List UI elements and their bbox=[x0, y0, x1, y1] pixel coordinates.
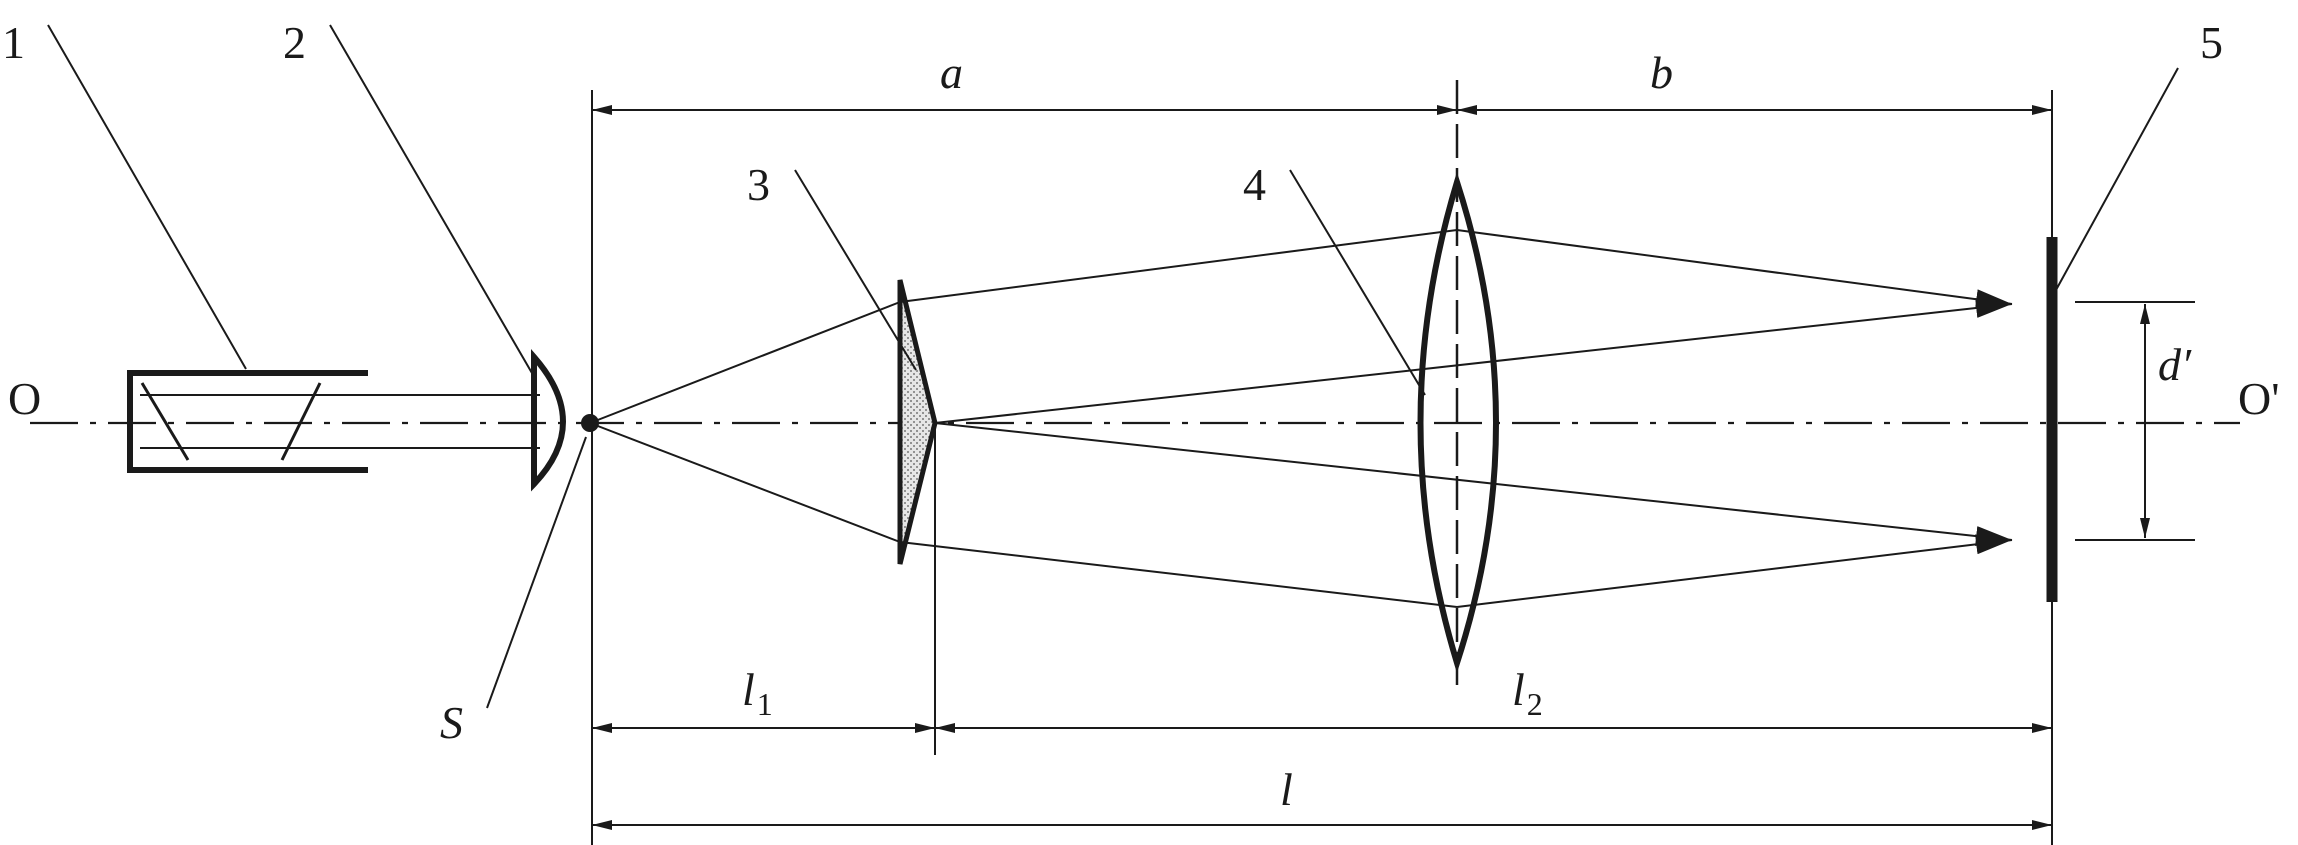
label-dim-l2: l2 bbox=[1512, 664, 1543, 722]
label-part-3: 3 bbox=[747, 159, 770, 210]
label-axis-left: O bbox=[8, 373, 41, 424]
label-source: S bbox=[440, 697, 463, 748]
biprism bbox=[897, 279, 938, 565]
label-axis-right: O' bbox=[2238, 373, 2280, 424]
label-part-4: 4 bbox=[1243, 159, 1266, 210]
label-part-5: 5 bbox=[2200, 17, 2223, 68]
leader-lines bbox=[47, 24, 2179, 709]
ray-paths bbox=[589, 229, 2013, 608]
label-part-1: 1 bbox=[2, 17, 25, 68]
label-dim-d: d′ bbox=[2158, 339, 2192, 390]
laser-tube bbox=[127, 370, 540, 473]
label-dim-b: b bbox=[1650, 47, 1673, 98]
label-part-2: 2 bbox=[283, 17, 306, 68]
focusing-lens bbox=[531, 349, 566, 492]
label-dim-a: a bbox=[940, 47, 963, 98]
label-dim-l: l bbox=[1280, 764, 1293, 815]
dimension-lines bbox=[592, 105, 2150, 830]
extension-lines bbox=[591, 90, 2195, 845]
label-dim-l1: l1 bbox=[742, 664, 773, 722]
